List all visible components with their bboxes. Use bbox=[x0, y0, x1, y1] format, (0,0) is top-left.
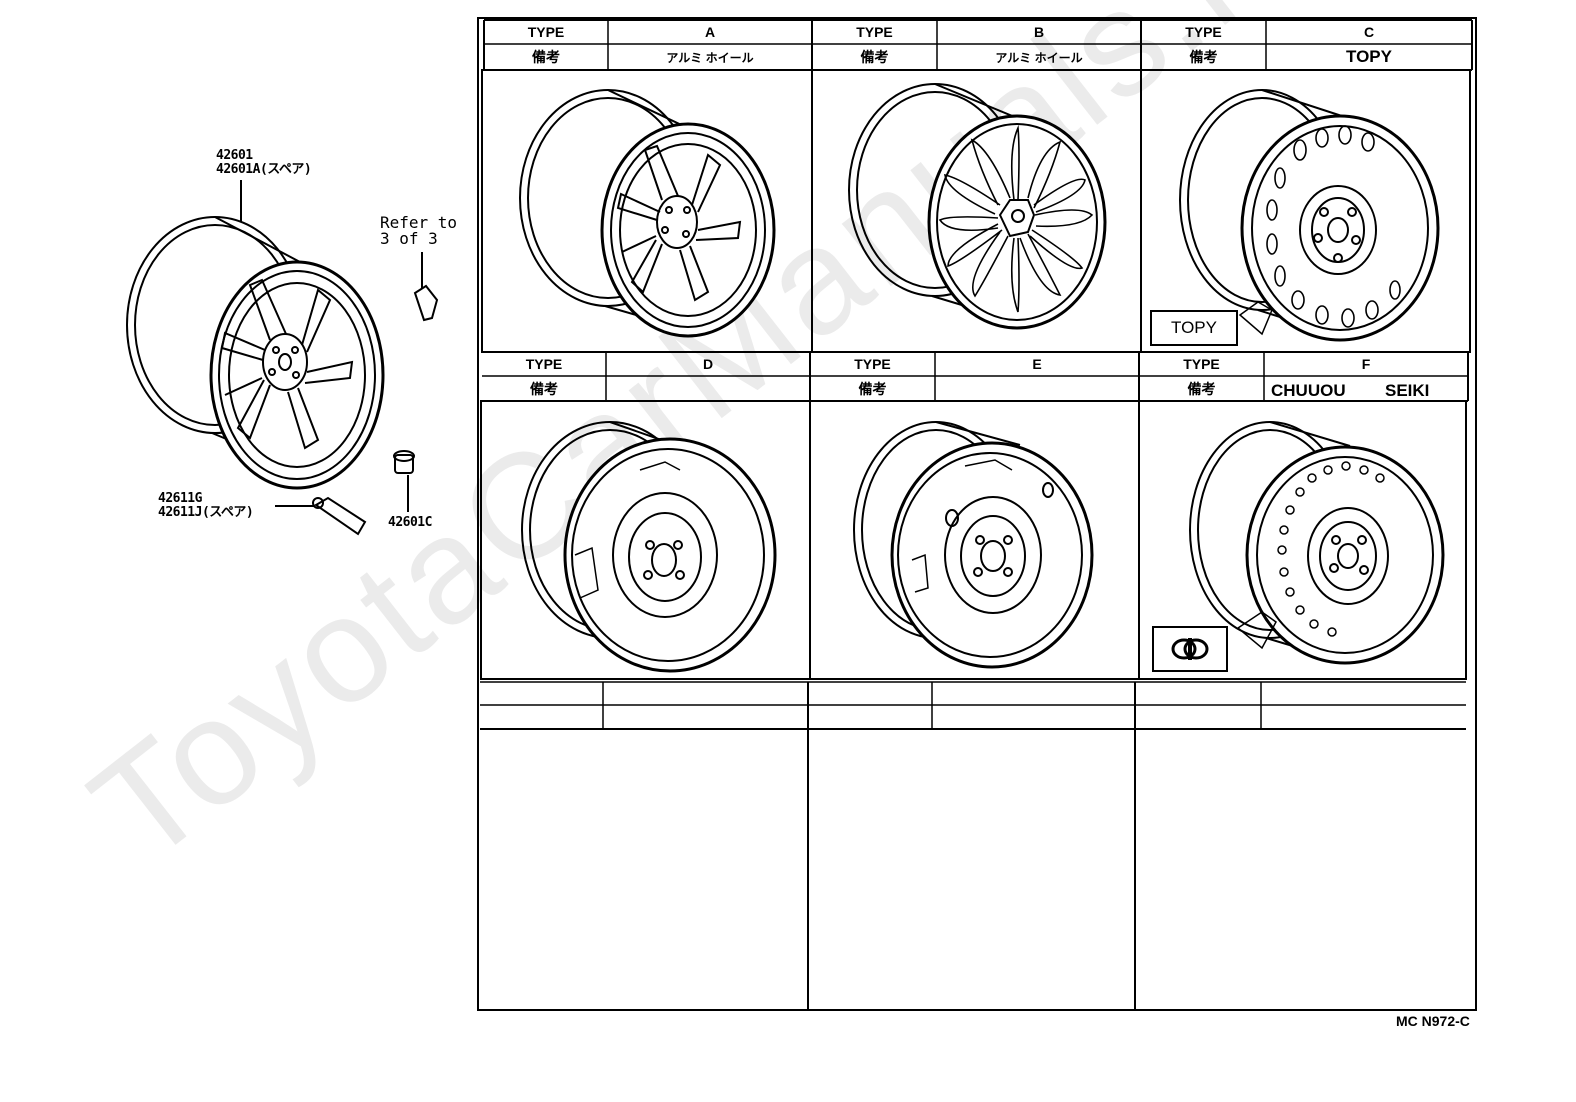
remark-a: アルミ ホイール bbox=[666, 50, 754, 65]
type-header-a: TYPE bbox=[527, 24, 565, 40]
wheel-b-drawing bbox=[848, 83, 1107, 330]
remark-e bbox=[936, 377, 1138, 400]
remark-c: TOPY bbox=[1346, 47, 1392, 66]
remark-f-right: SEIKI bbox=[1385, 381, 1430, 400]
type-header-e: TYPE bbox=[854, 356, 891, 372]
type-header-f: TYPE bbox=[1183, 356, 1220, 372]
chuuou-seiki-logo bbox=[1152, 626, 1228, 672]
type-code-e: E bbox=[1032, 356, 1042, 372]
wheel-f-drawing bbox=[1189, 421, 1445, 665]
remark-b: アルミ ホイール bbox=[995, 50, 1083, 65]
type-code-d: D bbox=[702, 356, 714, 372]
wheel-part-number: 42601 bbox=[216, 148, 253, 163]
valve-spare-part-number: 42611J(スペア) bbox=[158, 505, 254, 520]
wheel-c-drawing bbox=[1179, 89, 1440, 342]
type-code-f: F bbox=[1361, 356, 1371, 372]
remark-f-left: CHUUOU bbox=[1271, 381, 1346, 400]
valve-part-number: 42611G bbox=[158, 491, 202, 506]
type-header-c: TYPE bbox=[1185, 24, 1222, 40]
wheel-d-drawing bbox=[521, 421, 777, 673]
wheel-a-drawing bbox=[519, 89, 776, 338]
refer-note-line2: 3 of 3 bbox=[380, 229, 438, 248]
remark-header-f: 備考 bbox=[1187, 380, 1216, 397]
nut-part-number: 42601C bbox=[388, 515, 432, 530]
wheel-e-drawing bbox=[853, 421, 1094, 669]
remark-header-d: 備考 bbox=[530, 380, 558, 397]
type-code-b: B bbox=[1033, 24, 1045, 40]
remark-header-b: 備考 bbox=[860, 49, 889, 65]
type-code-a: A bbox=[704, 24, 716, 40]
topy-stamp: TOPY bbox=[1150, 310, 1238, 346]
type-header-d: TYPE bbox=[525, 356, 563, 372]
remark-header-c: 備考 bbox=[1189, 49, 1218, 65]
diagram-code: MC N972-C bbox=[1396, 1013, 1470, 1029]
remark-header-a: 備考 bbox=[532, 49, 560, 65]
chuuou-seiki-logo-icon bbox=[1171, 638, 1209, 660]
remark-d bbox=[607, 377, 809, 400]
remark-header-e: 備考 bbox=[858, 380, 887, 397]
wheel-spare-part-number: 42601A(スペア) bbox=[216, 162, 312, 177]
refer-note-line1: Refer to bbox=[380, 213, 458, 232]
type-code-c: C bbox=[1363, 24, 1375, 40]
wheel-assembly-diagram bbox=[126, 180, 439, 536]
type-header-b: TYPE bbox=[856, 24, 893, 40]
